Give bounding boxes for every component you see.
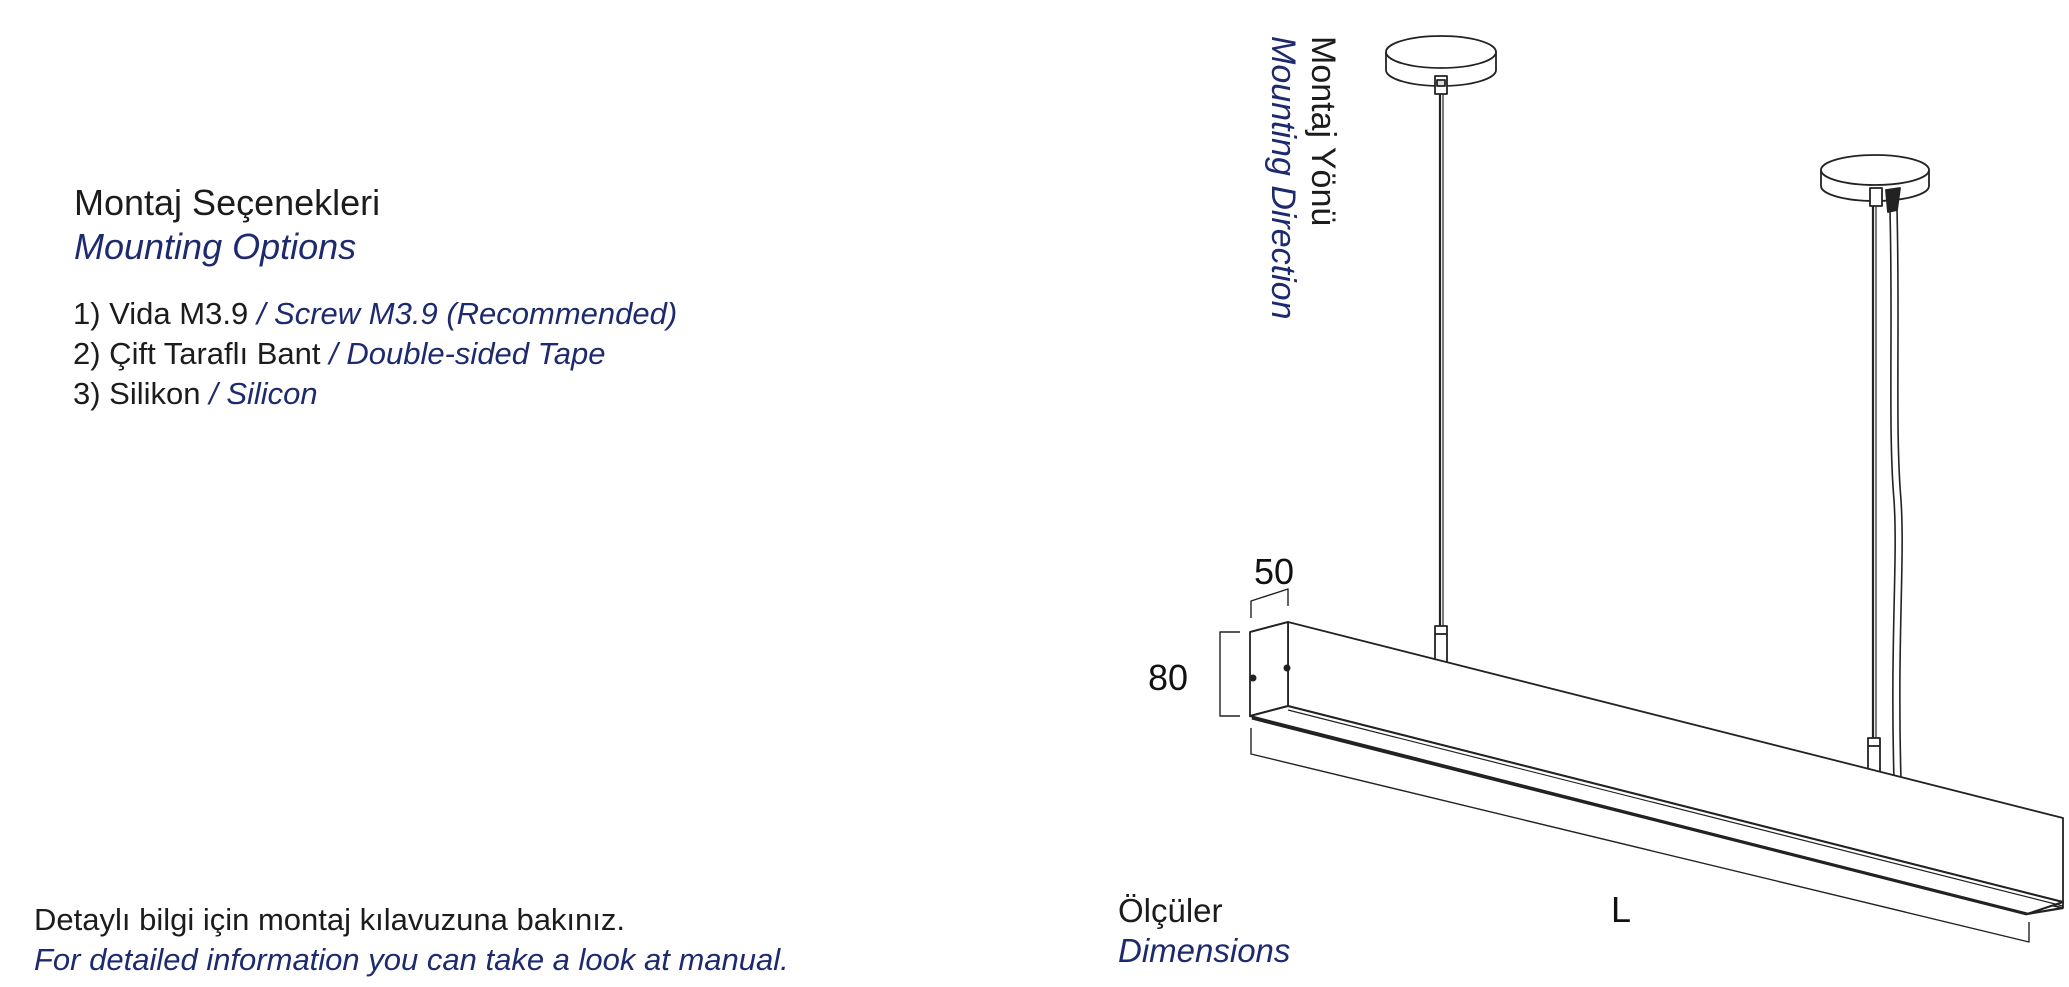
dimension-line-height [1219, 631, 1240, 717]
option-3-tr: 3) Silikon [73, 376, 201, 411]
dimension-height-value: 80 [1148, 657, 1189, 698]
option-3-en: / Silicon [200, 376, 318, 411]
dimension-length-value: L [1611, 889, 1632, 930]
dimensions-label-en: Dimensions [1118, 932, 1291, 969]
mounting-direction-tr: Montaj Yönü [1304, 36, 1342, 227]
ceiling-canopy-right [1820, 154, 1930, 213]
heading-tr: Montaj Seçenekleri [74, 182, 381, 223]
option-3: 3) Silikon / Silicon [73, 378, 318, 409]
ceiling-canopy-left [1385, 35, 1497, 95]
footer-en: For detailed information you can take a … [34, 942, 789, 977]
option-1-tr: 1) Vida M3.9 [73, 296, 249, 331]
linear-profile-body [1249, 621, 2064, 916]
dimension-line-width [1250, 588, 1289, 618]
power-cord [1889, 211, 1896, 781]
mounting-direction-en: Mounting Direction [1264, 36, 1302, 320]
footer-tr: Detaylı bilgi için montaj kılavuzuna bak… [34, 902, 626, 937]
dimension-line-length [1250, 728, 2030, 943]
dimension-width-value: 50 [1254, 551, 1295, 592]
option-2: 2) Çift Taraflı Bant / Double-sided Tape [73, 338, 605, 369]
dimensions-label-tr: Ölçüler [1118, 892, 1223, 929]
option-2-en: / Double-sided Tape [320, 336, 606, 371]
heading-en: Mounting Options [74, 226, 357, 267]
option-1-en: / Screw M3.9 (Recommended) [248, 296, 678, 331]
option-1: 1) Vida M3.9 / Screw M3.9 (Recommended) [73, 298, 677, 329]
option-2-tr: 2) Çift Taraflı Bant [73, 336, 321, 371]
